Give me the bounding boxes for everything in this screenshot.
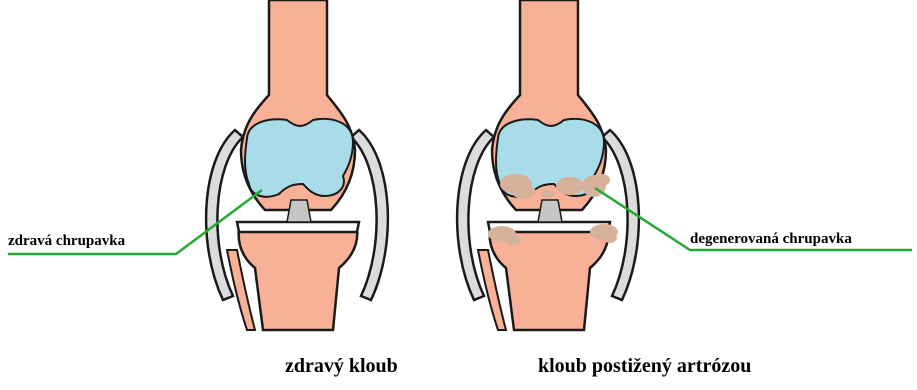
arthritic-joint-caption: kloub postižený artrózou [538, 355, 751, 378]
healthy-cartilage-label: zdravá chrupavka [8, 233, 125, 250]
arthritic-knee-illustration [457, 0, 639, 330]
healthy-knee-illustration [206, 0, 388, 330]
degenerated-cartilage-label: degenerovaná chrupavka [690, 231, 852, 248]
healthy-joint-caption: zdravý kloub [285, 355, 398, 378]
